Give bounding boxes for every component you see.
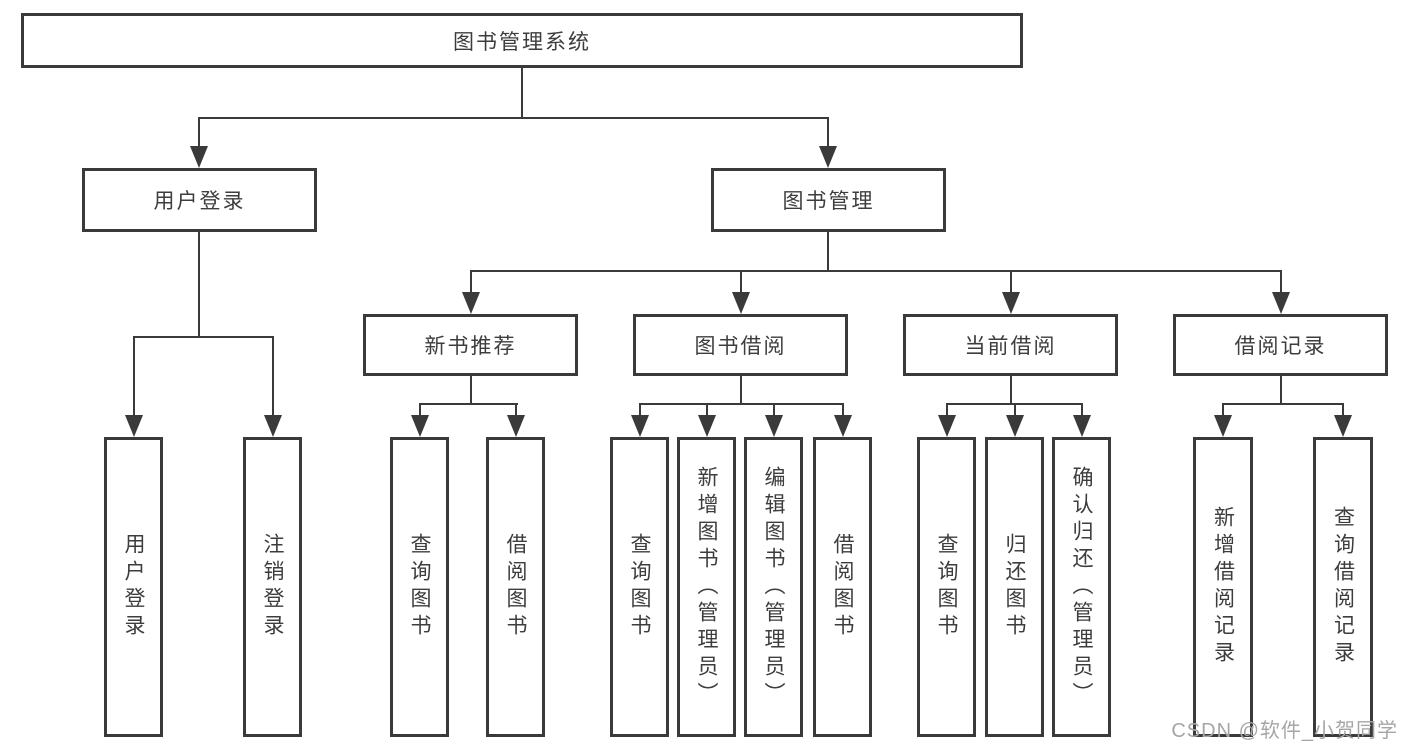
leaf-logout: 注销登录 bbox=[243, 437, 302, 737]
connector-leaf-stem bbox=[1014, 403, 1016, 418]
node-user-login-label: 用户登录 bbox=[153, 190, 246, 213]
connector-leaf-stem bbox=[1222, 403, 1224, 418]
connector-new-book-split bbox=[419, 403, 518, 405]
connector-borrow-records-split bbox=[1222, 403, 1344, 405]
connector-user-login-stem bbox=[198, 232, 200, 338]
node-borrow-records: 借阅记录 bbox=[1173, 314, 1388, 376]
leaf-query-books-current: 查询图书 bbox=[917, 437, 976, 737]
connector-to-current-borrow bbox=[1010, 270, 1012, 295]
arrow-down-icon bbox=[264, 415, 282, 437]
node-book-management: 图书管理 bbox=[711, 168, 946, 232]
arrow-down-icon bbox=[631, 415, 649, 437]
leaf-edit-book-admin: 编辑图书（管理员） bbox=[744, 437, 803, 737]
connector-root-stem bbox=[521, 68, 523, 118]
leaf-query-books-current-label: 查询图书 bbox=[935, 533, 959, 641]
arrow-down-icon bbox=[125, 415, 143, 437]
arrow-down-icon bbox=[1334, 415, 1352, 437]
leaf-query-borrow-record-label: 查询借阅记录 bbox=[1331, 506, 1355, 668]
arrow-down-icon bbox=[1073, 415, 1091, 437]
connector-leaf-stem bbox=[419, 403, 421, 418]
connector-to-user-login bbox=[198, 117, 200, 150]
arrow-down-icon bbox=[732, 292, 750, 314]
arrow-down-icon bbox=[938, 415, 956, 437]
leaf-logout-label: 注销登录 bbox=[261, 533, 285, 641]
connector-to-book-borrow bbox=[740, 270, 742, 295]
arrow-down-icon bbox=[1214, 415, 1232, 437]
connector-leaf-stem bbox=[639, 403, 641, 418]
connector-to-borrow-records bbox=[1280, 270, 1282, 295]
connector-to-leaf-logout bbox=[272, 336, 274, 418]
node-current-borrow-label: 当前借阅 bbox=[964, 335, 1057, 358]
connector-book-borrow-split bbox=[639, 403, 844, 405]
connector-root-split bbox=[198, 117, 829, 119]
connector-to-book-management bbox=[827, 117, 829, 150]
arrow-down-icon bbox=[411, 415, 429, 437]
node-borrow-records-label: 借阅记录 bbox=[1234, 335, 1327, 358]
connector-leaf-stem bbox=[842, 403, 844, 418]
connector-current-borrow-stem bbox=[1010, 376, 1012, 405]
arrow-down-icon bbox=[1272, 292, 1290, 314]
leaf-user-login-label: 用户登录 bbox=[122, 533, 146, 641]
leaf-query-borrow-record: 查询借阅记录 bbox=[1313, 437, 1373, 737]
connector-leaf-stem bbox=[515, 403, 517, 418]
leaf-borrow-books: 借阅图书 bbox=[813, 437, 872, 737]
leaf-add-book-admin: 新增图书（管理员） bbox=[677, 437, 736, 737]
connector-leaf-stem bbox=[946, 403, 948, 418]
leaf-confirm-return-admin-label: 确认归还（管理员） bbox=[1070, 465, 1094, 709]
arrow-down-icon bbox=[698, 415, 716, 437]
leaf-query-books-recommend-label: 查询图书 bbox=[408, 533, 432, 641]
leaf-user-login: 用户登录 bbox=[104, 437, 163, 737]
leaf-edit-book-admin-label: 编辑图书（管理员） bbox=[762, 465, 786, 709]
leaf-add-borrow-record: 新增借阅记录 bbox=[1193, 437, 1253, 737]
connector-new-book-stem bbox=[470, 376, 472, 405]
leaf-borrow-books-label: 借阅图书 bbox=[831, 533, 855, 641]
node-book-borrow-label: 图书借阅 bbox=[694, 335, 787, 358]
arrow-down-icon bbox=[507, 415, 525, 437]
arrow-down-icon bbox=[462, 292, 480, 314]
leaf-return-book: 归还图书 bbox=[985, 437, 1044, 737]
connector-to-leaf-user-login bbox=[133, 336, 135, 418]
connector-leaf-stem bbox=[1081, 403, 1083, 418]
connector-leaf-stem bbox=[773, 403, 775, 418]
leaf-confirm-return-admin: 确认归还（管理员） bbox=[1052, 437, 1111, 737]
leaf-add-borrow-record-label: 新增借阅记录 bbox=[1211, 506, 1235, 668]
arrow-down-icon bbox=[819, 146, 837, 168]
connector-leaf-stem bbox=[706, 403, 708, 418]
node-book-borrow: 图书借阅 bbox=[633, 314, 848, 376]
arrow-down-icon bbox=[765, 415, 783, 437]
leaf-query-books-borrow: 查询图书 bbox=[610, 437, 669, 737]
leaf-return-book-label: 归还图书 bbox=[1003, 533, 1027, 641]
node-root: 图书管理系统 bbox=[21, 13, 1023, 68]
leaf-query-books-recommend: 查询图书 bbox=[390, 437, 449, 737]
connector-borrow-records-stem bbox=[1280, 376, 1282, 405]
arrow-down-icon bbox=[190, 146, 208, 168]
connector-book-management-split bbox=[470, 270, 1282, 272]
connector-book-borrow-stem bbox=[740, 376, 742, 405]
node-root-label: 图书管理系统 bbox=[453, 30, 591, 54]
node-new-book-recommend: 新书推荐 bbox=[363, 314, 578, 376]
leaf-borrow-books-recommend-label: 借阅图书 bbox=[504, 533, 528, 641]
node-current-borrow: 当前借阅 bbox=[903, 314, 1118, 376]
arrow-down-icon bbox=[1002, 292, 1020, 314]
connector-leaf-stem bbox=[1342, 403, 1344, 418]
node-book-management-label: 图书管理 bbox=[782, 190, 875, 213]
csdn-watermark: CSDN @软件_小贺同学 bbox=[1171, 720, 1398, 742]
leaf-add-book-admin-label: 新增图书（管理员） bbox=[695, 465, 719, 709]
node-new-book-recommend-label: 新书推荐 bbox=[424, 335, 517, 358]
arrow-down-icon bbox=[834, 415, 852, 437]
leaf-borrow-books-recommend: 借阅图书 bbox=[486, 437, 545, 737]
node-user-login: 用户登录 bbox=[82, 168, 317, 232]
leaf-query-books-borrow-label: 查询图书 bbox=[628, 533, 652, 641]
connector-book-management-stem bbox=[827, 232, 829, 272]
connector-to-new-book bbox=[470, 270, 472, 295]
arrow-down-icon bbox=[1006, 415, 1024, 437]
connector-user-login-split bbox=[133, 336, 274, 338]
